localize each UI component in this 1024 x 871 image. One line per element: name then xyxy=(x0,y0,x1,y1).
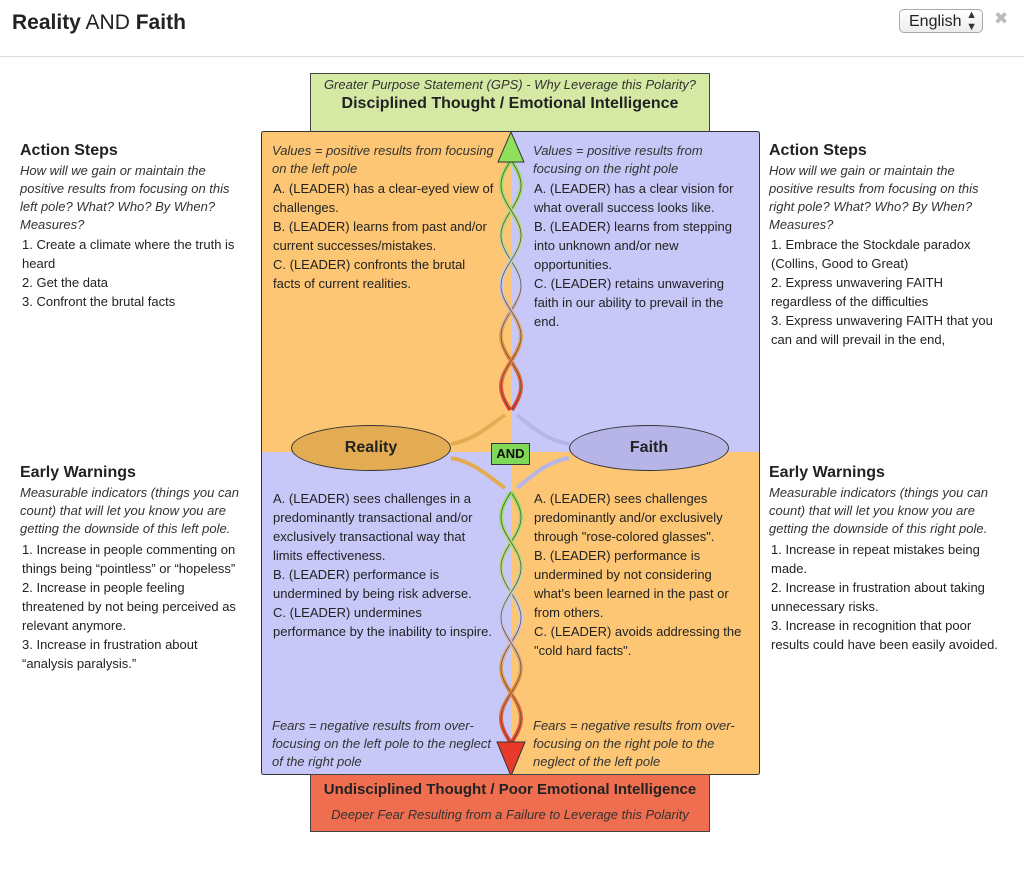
title-right-pole: Faith xyxy=(135,11,186,34)
deeper-fear-label: Deeper Fear Resulting from a Failure to … xyxy=(331,807,689,822)
app-title: Reality AND Faith xyxy=(12,11,186,35)
select-arrows-icon: ▲▼ xyxy=(966,9,977,33)
right-early-warnings-list: 1. Increase in repeat mistakes being mad… xyxy=(771,540,1007,654)
greater-purpose-statement-box: Greater Purpose Statement (GPS) - Why Le… xyxy=(310,73,710,133)
list-item: B. (LEADER) performance is undermined by… xyxy=(534,548,729,620)
right-action-steps-title: Action Steps xyxy=(769,142,867,159)
list-item: 2. Get the data xyxy=(22,275,109,290)
list-item: 3. Increase in recognition that poor res… xyxy=(771,618,998,652)
close-button[interactable]: ✖ xyxy=(994,9,1009,28)
list-item: A. (LEADER) has a clear vision for what … xyxy=(534,181,734,215)
deeper-fear-box: Undisciplined Thought / Poor Emotional I… xyxy=(310,774,710,832)
app-header: Reality AND Faith English ▲▼ ✖ xyxy=(0,0,1024,57)
upper-right-heading: Values = positive results from focusing … xyxy=(533,143,703,176)
right-early-warnings-question: Measurable indicators (things you can co… xyxy=(769,485,988,536)
list-item: 1. Increase in repeat mistakes being mad… xyxy=(771,542,980,576)
deeper-fear-goal: Undisciplined Thought / Poor Emotional I… xyxy=(323,781,697,798)
list-item: 1. Increase in people commenting on thin… xyxy=(22,542,236,576)
left-action-steps-question: How will we gain or maintain the positiv… xyxy=(20,163,230,232)
list-item: 2. Increase in frustration about taking … xyxy=(771,580,985,614)
list-item: A. (LEADER) sees challenges predominantl… xyxy=(534,491,723,544)
list-item: C. (LEADER) undermines performance by th… xyxy=(273,605,492,639)
list-item: B. (LEADER) performance is undermined by… xyxy=(273,567,472,601)
language-select-value: English xyxy=(909,13,962,30)
gps-goal: Disciplined Thought / Emotional Intellig… xyxy=(341,95,679,112)
lower-left-list: A. (LEADER) sees challenges in a predomi… xyxy=(273,489,497,641)
quadrant-upper-left xyxy=(261,131,511,452)
quadrant-lower-left xyxy=(261,452,511,775)
language-select[interactable]: English ▲▼ xyxy=(899,9,983,33)
left-action-steps-list: 1. Create a climate where the truth is h… xyxy=(22,235,250,311)
list-item: 1. Create a climate where the truth is h… xyxy=(22,237,235,271)
upper-left-heading: Values = positive results from focusing … xyxy=(272,143,494,176)
quadrant-lower-right xyxy=(511,452,760,775)
list-item: C. (LEADER) avoids addressing the "cold … xyxy=(534,624,742,658)
and-badge: AND xyxy=(491,443,530,465)
upper-left-list: A. (LEADER) has a clear-eyed view of cha… xyxy=(273,179,495,293)
title-joiner: AND xyxy=(80,11,136,34)
lower-right-footer: Fears = negative results from over-focus… xyxy=(533,718,735,769)
right-early-warnings-title: Early Warnings xyxy=(769,464,885,481)
list-item: B. (LEADER) learns from past and/or curr… xyxy=(273,219,487,253)
list-item: C. (LEADER) confronts the brutal facts o… xyxy=(273,257,466,291)
lower-right-list: A. (LEADER) sees challenges predominantl… xyxy=(534,489,744,660)
left-pole-reality: Reality xyxy=(291,425,451,471)
list-item: 2. Increase in people feeling threatened… xyxy=(22,580,236,633)
quadrant-upper-right xyxy=(511,131,760,452)
list-item: A. (LEADER) has a clear-eyed view of cha… xyxy=(273,181,494,215)
gps-label: Greater Purpose Statement (GPS) - Why Le… xyxy=(323,77,697,92)
left-early-warnings-title: Early Warnings xyxy=(20,464,136,481)
right-action-steps-question: How will we gain or maintain the positiv… xyxy=(769,163,979,232)
left-early-warnings-question: Measurable indicators (things you can co… xyxy=(20,485,239,536)
left-early-warnings-list: 1. Increase in people commenting on thin… xyxy=(22,540,247,673)
list-item: 3. Increase in frustration about “analys… xyxy=(22,637,198,671)
lower-left-footer: Fears = negative results from over-focus… xyxy=(272,718,491,769)
right-pole-faith: Faith xyxy=(569,425,729,471)
list-item: 2. Express unwavering FAITH regardless o… xyxy=(771,275,943,309)
upper-right-list: A. (LEADER) has a clear vision for what … xyxy=(534,179,746,331)
right-action-steps-list: 1. Embrace the Stockdale paradox (Collin… xyxy=(771,235,1007,349)
title-left-pole: Reality xyxy=(12,11,81,34)
list-item: A. (LEADER) sees challenges in a predomi… xyxy=(273,491,473,563)
list-item: 3. Express unwavering FAITH that you can… xyxy=(771,313,993,347)
list-item: C. (LEADER) retains unwavering faith in … xyxy=(534,276,725,329)
list-item: 1. Embrace the Stockdale paradox (Collin… xyxy=(771,237,971,271)
left-action-steps-title: Action Steps xyxy=(20,142,118,159)
list-item: B. (LEADER) learns from stepping into un… xyxy=(534,219,732,272)
list-item: 3. Confront the brutal facts xyxy=(22,294,176,309)
